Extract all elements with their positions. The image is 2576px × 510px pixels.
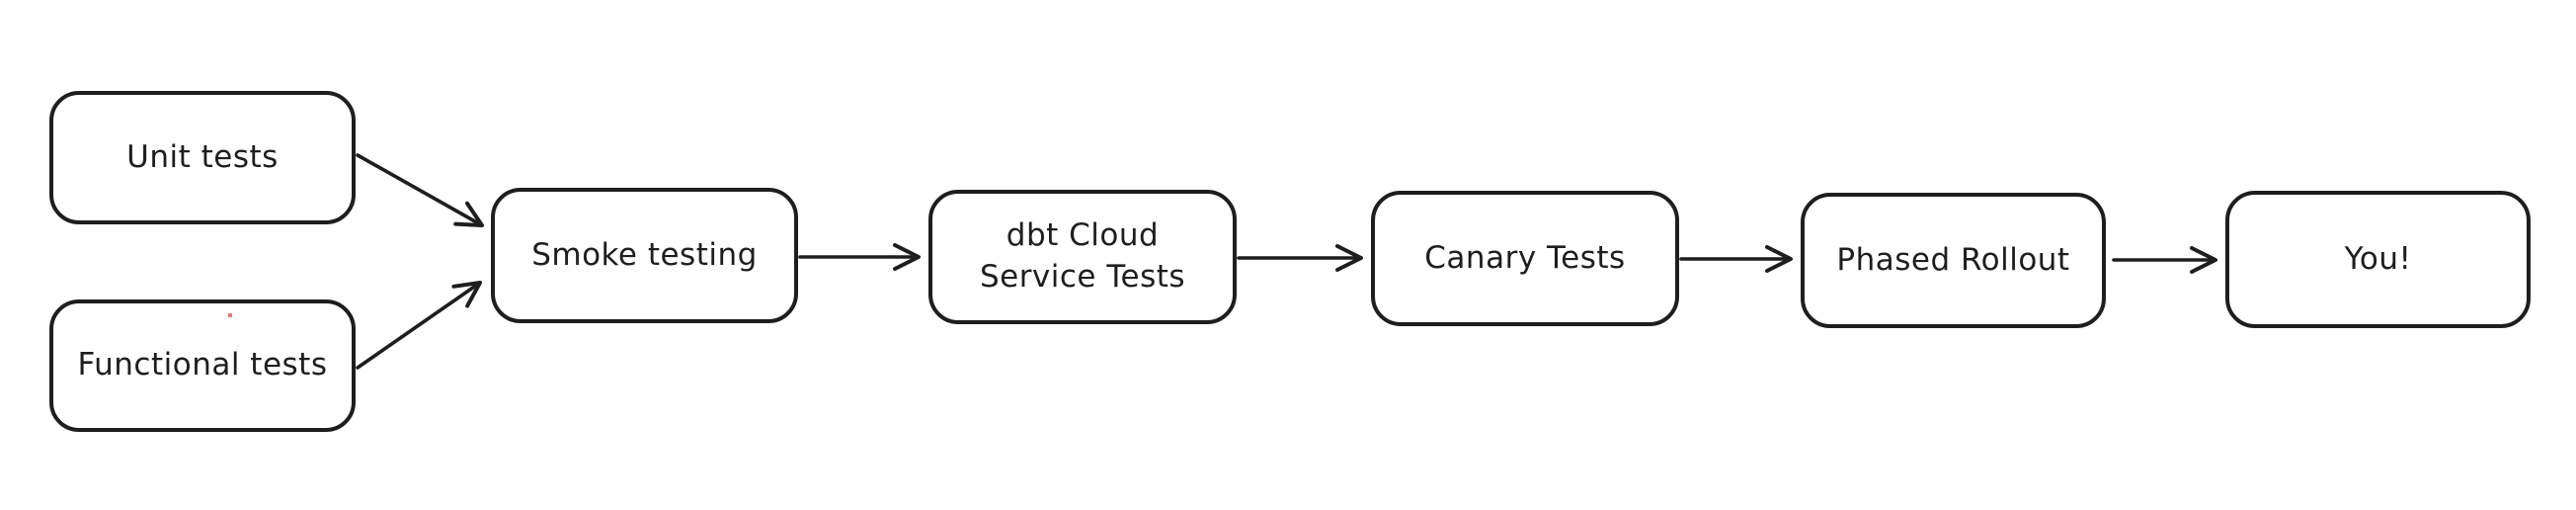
node-functional-tests: Functional tests xyxy=(49,299,356,432)
node-phased-rollout: Phased Rollout xyxy=(1801,193,2106,328)
edge-unit-tests-to-smoke-testing xyxy=(356,153,484,227)
edge-functional-tests-to-smoke-testing xyxy=(356,281,482,370)
node-dbt-cloud-service-tests: dbt Cloud Service Tests xyxy=(928,190,1237,324)
node-smoke-testing-label: Smoke testing xyxy=(531,236,758,273)
node-smoke-testing: Smoke testing xyxy=(491,188,798,323)
node-functional-tests-label: Functional tests xyxy=(77,347,328,383)
node-canary-tests-label: Canary Tests xyxy=(1424,239,1626,276)
node-you-label: You! xyxy=(2344,240,2412,277)
stray-red-dot xyxy=(228,313,232,317)
node-unit-tests: Unit tests xyxy=(49,91,356,224)
node-canary-tests: Canary Tests xyxy=(1371,191,1679,326)
node-dbt-cloud-service-tests-label-line2: Service Tests xyxy=(979,259,1186,295)
node-phased-rollout-label: Phased Rollout xyxy=(1836,241,2070,278)
node-dbt-cloud-service-tests-label-line1: dbt Cloud xyxy=(1006,217,1160,254)
node-you: You! xyxy=(2225,191,2531,328)
node-unit-tests-label: Unit tests xyxy=(126,138,279,175)
